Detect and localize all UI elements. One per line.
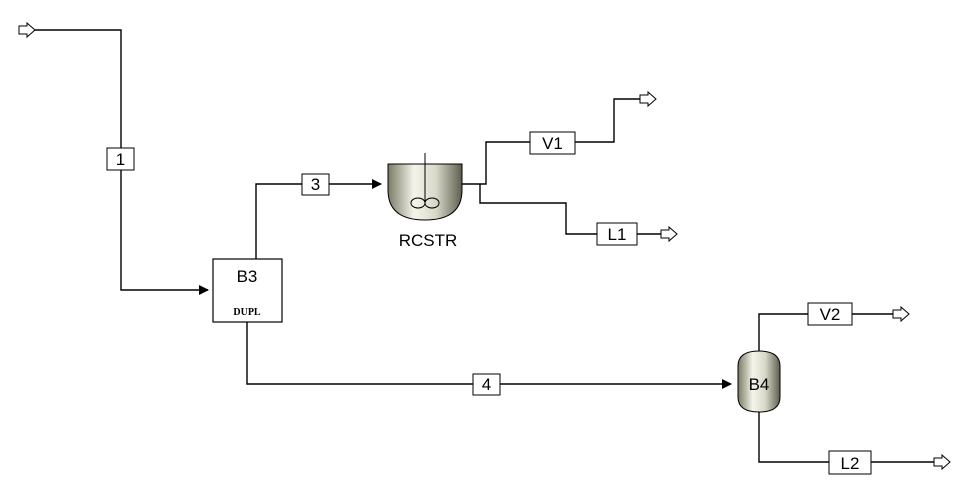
stream-1-label: 1 bbox=[116, 150, 125, 169]
stream-3-label: 3 bbox=[311, 175, 320, 194]
stream-l2-tag[interactable]: L2 bbox=[828, 450, 872, 475]
cstr-vessel-icon bbox=[387, 153, 463, 221]
stream-4-tag[interactable]: 4 bbox=[472, 373, 501, 396]
stream-1-tag[interactable]: 1 bbox=[106, 147, 135, 171]
stream-l2-label: L2 bbox=[841, 454, 860, 473]
feed-arrow-icon[interactable] bbox=[18, 21, 36, 39]
stream-l2-line[interactable] bbox=[758, 412, 934, 463]
block-b4-name: B4 bbox=[749, 375, 770, 394]
rcstr-name: RCSTR bbox=[399, 231, 458, 250]
stream-v1-label: V1 bbox=[542, 134, 563, 153]
stream-l1-label: L1 bbox=[608, 225, 627, 244]
stream-3-tag[interactable]: 3 bbox=[301, 173, 330, 196]
flash-drum-icon bbox=[737, 350, 781, 413]
product-v1-arrow-icon[interactable] bbox=[639, 90, 657, 108]
stream-v2-label: V2 bbox=[820, 305, 841, 324]
stream-3-line[interactable] bbox=[255, 179, 382, 259]
stream-v2-tag[interactable]: V2 bbox=[807, 302, 853, 326]
stream-4-line[interactable] bbox=[246, 322, 732, 389]
stream-4-label: 4 bbox=[482, 375, 491, 394]
product-v2-arrow-icon[interactable] bbox=[892, 305, 910, 323]
product-l2-arrow-icon[interactable] bbox=[933, 453, 951, 471]
product-l1-arrow-icon[interactable] bbox=[660, 225, 678, 243]
stream-v1-tag[interactable]: V1 bbox=[529, 131, 576, 155]
block-b3[interactable]: B3 DUPL bbox=[212, 258, 283, 323]
block-b3-type: DUPL bbox=[233, 307, 261, 318]
block-b4[interactable]: B4 bbox=[737, 350, 781, 413]
rcstr-reactor[interactable]: RCSTR bbox=[387, 153, 463, 250]
block-b3-name: B3 bbox=[237, 267, 258, 286]
stream-l1-tag[interactable]: L1 bbox=[596, 222, 638, 246]
